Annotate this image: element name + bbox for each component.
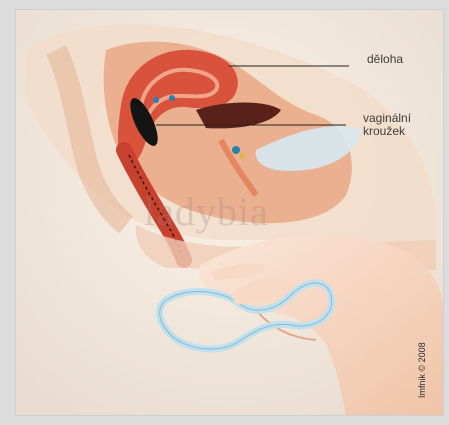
- ring-label-line2: kroužek: [363, 125, 411, 138]
- artist-signature: Imfnik © 2008: [417, 342, 427, 398]
- illustration-frame: děloha vaginální kroužek ladybia Imfnik …: [16, 10, 443, 415]
- ring-label: vaginální kroužek: [363, 112, 411, 138]
- watermark: ladybia: [144, 188, 269, 235]
- uterus-label: děloha: [367, 53, 403, 66]
